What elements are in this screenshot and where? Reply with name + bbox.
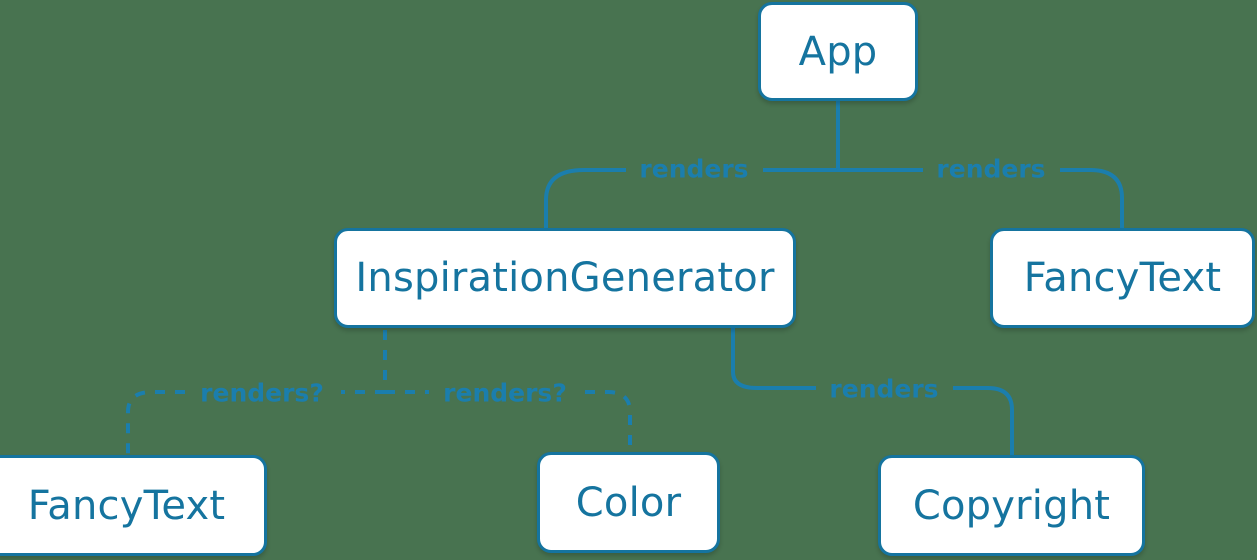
- node-inspirationgenerator-label: InspirationGenerator: [355, 255, 775, 301]
- node-fancytext-bottom[interactable]: FancyText: [0, 455, 267, 556]
- label-mask-app-fancytext: [923, 152, 1060, 186]
- node-app-label: App: [798, 28, 878, 75]
- node-inspirationgenerator[interactable]: InspirationGenerator: [334, 228, 796, 328]
- edge-label-app-inspirationgenerator: renders: [639, 154, 749, 184]
- node-fancytext-top-label: FancyText: [1023, 255, 1222, 301]
- node-app[interactable]: App: [758, 2, 918, 101]
- label-mask-inspgen-color: [429, 376, 584, 410]
- node-fancytext-bottom-label: FancyText: [27, 482, 226, 529]
- edge-label-inspirationgenerator-color: renders?: [443, 378, 567, 408]
- label-mask-app-inspgen: [626, 152, 763, 186]
- node-copyright[interactable]: Copyright: [878, 455, 1145, 556]
- node-color-label: Color: [575, 479, 682, 526]
- edge-label-inspirationgenerator-copyright: renders: [829, 374, 939, 404]
- node-fancytext-top[interactable]: FancyText: [990, 228, 1255, 328]
- node-copyright-label: Copyright: [912, 482, 1111, 529]
- edge-label-inspirationgenerator-fancytext: renders?: [200, 378, 324, 408]
- edge-label-app-fancytext: renders: [936, 154, 1046, 184]
- edge-inspirationgenerator-fancytext-dashed: [126, 390, 385, 455]
- edge-inspirationgenerator-color-dashed: [385, 390, 632, 452]
- label-mask-inspgen-fancytext: [186, 376, 341, 410]
- edge-app-fancytext: [836, 168, 1124, 230]
- node-color[interactable]: Color: [537, 452, 720, 553]
- label-mask-inspgen-copyright: [816, 372, 953, 406]
